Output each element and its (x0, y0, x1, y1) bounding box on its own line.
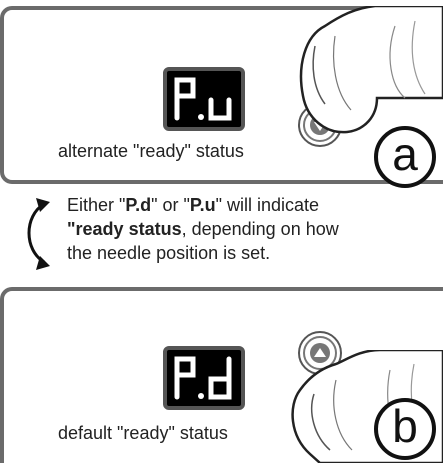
badge-b: b (374, 398, 436, 460)
note-line-1: Either "P.d" or "P.u" will indicate (67, 193, 417, 217)
up-arrow-icon (310, 343, 330, 363)
note-pu: P.u (189, 195, 216, 215)
ready-status-note: Either "P.d" or "P.u" will indicate "rea… (67, 193, 417, 265)
note-text: " or " (151, 195, 190, 215)
note-line-3: the needle position is set. (67, 243, 271, 263)
note-ready-status: "ready status (67, 219, 182, 239)
finger-pressing-icon (299, 6, 443, 134)
display-text-pd (174, 356, 232, 400)
note-line-2: "ready status, depending on how (67, 217, 417, 241)
caption-default-ready: default "ready" status (58, 423, 228, 443)
note-text: Either " (67, 195, 126, 215)
display-text-pu (174, 77, 232, 121)
led-display-a (163, 67, 245, 131)
note-pd: P.d (125, 195, 152, 215)
up-button-inner (303, 336, 337, 370)
note-text: , depending on how (181, 219, 339, 239)
caption-alternate-ready: alternate "ready" status (58, 141, 244, 161)
led-display-b (163, 346, 245, 410)
swap-arrow-icon (27, 198, 50, 270)
badge-a: a (374, 126, 436, 188)
note-text: " will indicate (215, 195, 320, 215)
